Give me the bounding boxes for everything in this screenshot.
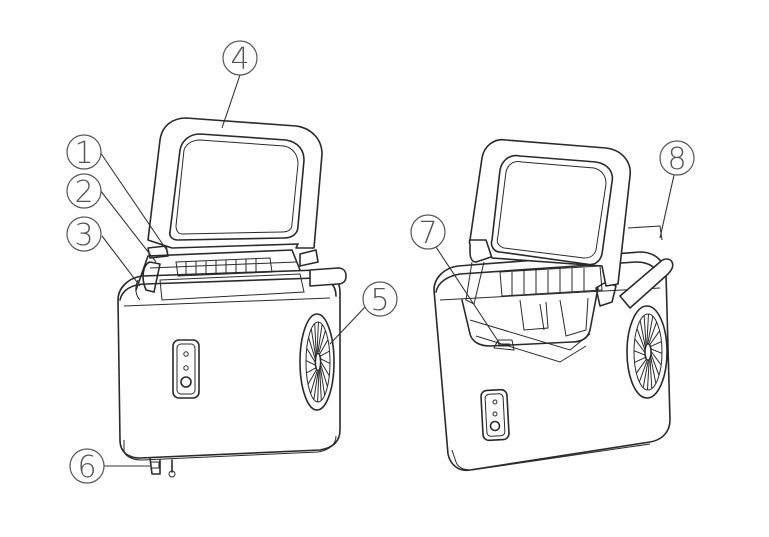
vent-spoke: [316, 322, 319, 353]
callout-6-label: 6: [77, 450, 96, 485]
leader-lines: [99, 74, 675, 467]
right-side-handle: [619, 258, 674, 309]
ice-maker-open-view: [433, 138, 674, 472]
vent-spoke: [320, 361, 330, 376]
callout-8-label: 8: [667, 142, 686, 177]
vent-spoke: [639, 320, 646, 347]
callouts: 1 2 3 4 5 6 7 8: [66, 40, 695, 485]
vent-spoke: [651, 351, 662, 366]
left-drain-plug: [149, 457, 176, 478]
vent-spoke: [646, 313, 650, 343]
vent-spoke: [647, 316, 654, 343]
vent-spoke: [318, 330, 326, 353]
left-evaporator: [175, 257, 273, 277]
callout-2-label: 2: [74, 175, 93, 210]
vent-spoke: [649, 330, 661, 345]
left-lid: [147, 117, 323, 249]
vent-spoke: [317, 371, 320, 402]
vent-hub: [644, 342, 652, 362]
vent-spoke: [634, 357, 646, 363]
vent-spoke: [320, 364, 328, 387]
vent-spoke: [305, 360, 316, 366]
vent-spoke: [634, 338, 645, 353]
callout-4: 4: [222, 40, 258, 77]
vent-spoke: [633, 350, 645, 356]
left-side-vent: [299, 313, 335, 411]
vent-hub: [314, 352, 322, 372]
vent-spoke: [319, 370, 322, 401]
vent-spoke: [650, 354, 660, 376]
vent-spoke: [307, 369, 317, 385]
vent-spoke: [308, 337, 316, 360]
callout-2: 2: [66, 173, 102, 210]
callout-4-label: 4: [230, 42, 249, 77]
callout-6: 6: [69, 448, 105, 485]
vent-spoke: [651, 348, 663, 354]
callout-7: 7: [410, 214, 446, 251]
vent-spoke: [642, 361, 649, 388]
callout-7-label: 7: [418, 216, 437, 251]
right-lid: [469, 138, 631, 287]
vent-spoke: [650, 357, 657, 384]
callout-8: 8: [659, 140, 695, 177]
vent-spoke: [648, 321, 658, 344]
vent-spoke: [319, 367, 326, 396]
vent-spoke: [636, 328, 646, 350]
vent-spoke: [638, 360, 648, 383]
left-control-panel: [172, 339, 200, 399]
right-control-panel: [480, 388, 510, 442]
vent-spoke: [310, 371, 318, 394]
vent-spoke: [320, 350, 330, 357]
vent-spoke: [313, 371, 319, 400]
callout-3: 3: [66, 216, 102, 253]
vent-spoke: [646, 361, 650, 391]
right-evaporator: [499, 265, 603, 297]
vent-spoke: [314, 323, 317, 354]
callout-3-label: 3: [74, 218, 93, 253]
vent-spoke: [319, 339, 329, 355]
callout-1: 1: [66, 134, 102, 171]
vent-spoke: [320, 358, 331, 364]
vent-spoke: [306, 348, 316, 363]
callout-5-label: 5: [370, 283, 389, 318]
vent-spoke: [317, 324, 323, 353]
vent-spoke: [306, 367, 316, 374]
left-side-handle: [309, 267, 347, 287]
right-side-vent: [626, 305, 668, 399]
callout-5: 5: [362, 281, 398, 318]
callout-1-label: 1: [74, 136, 93, 171]
vent-spoke: [643, 315, 647, 345]
vent-spoke: [649, 359, 653, 389]
vent-spoke: [310, 328, 317, 357]
ice-maker-front-view: [117, 117, 347, 478]
vent-spoke: [650, 341, 662, 347]
vent-spoke: [635, 359, 647, 374]
